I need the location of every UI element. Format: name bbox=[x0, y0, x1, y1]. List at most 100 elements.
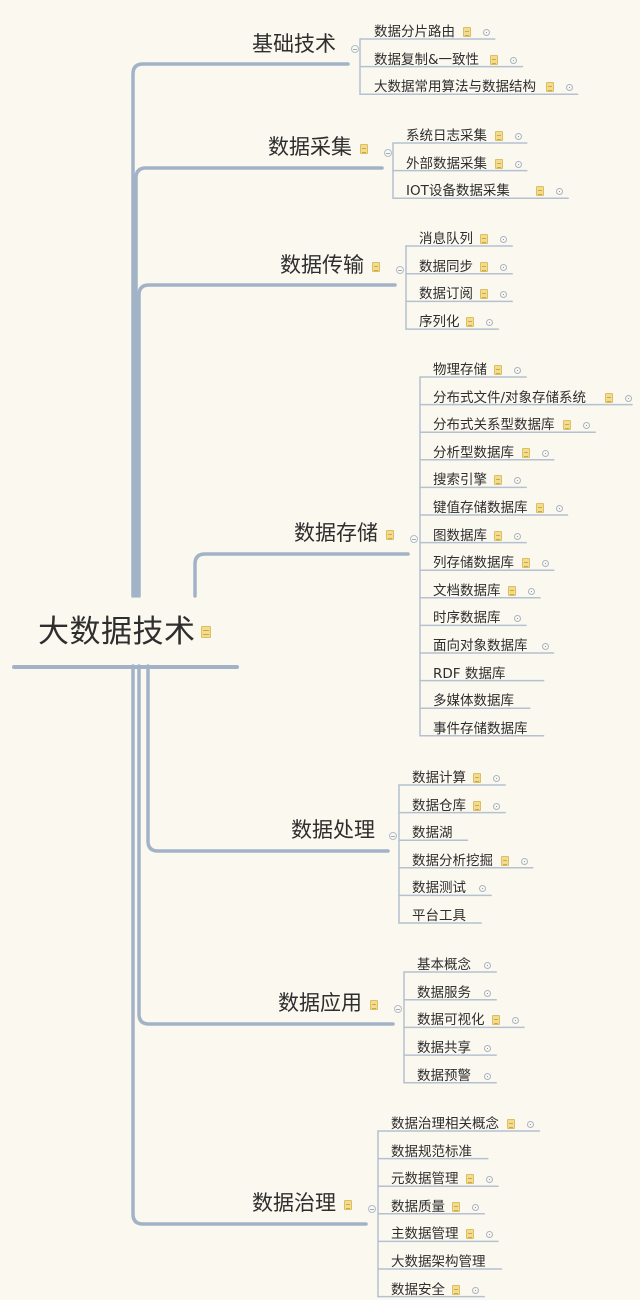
collapse-toggle-icon[interactable] bbox=[384, 149, 392, 157]
collapse-toggle-icon[interactable] bbox=[396, 266, 404, 274]
note-icon[interactable] bbox=[480, 234, 489, 244]
leaf-topic[interactable]: 数据湖 bbox=[412, 825, 453, 842]
expand-toggle-icon[interactable] bbox=[484, 989, 492, 997]
leaf-topic[interactable]: 数据分片路由 bbox=[374, 24, 455, 40]
note-icon[interactable] bbox=[466, 1229, 474, 1240]
branch-topic[interactable]: 数据处理 bbox=[291, 818, 375, 842]
note-icon[interactable] bbox=[452, 1284, 461, 1295]
branch-topic[interactable]: 数据应用 bbox=[278, 991, 362, 1015]
note-icon[interactable] bbox=[604, 392, 613, 403]
collapse-toggle-icon[interactable] bbox=[410, 535, 418, 543]
expand-toggle-icon[interactable] bbox=[528, 587, 535, 595]
expand-toggle-icon[interactable] bbox=[541, 560, 549, 568]
expand-toggle-icon[interactable] bbox=[484, 1072, 492, 1080]
note-icon[interactable] bbox=[473, 773, 482, 783]
leaf-topic[interactable]: 数据同步 bbox=[419, 258, 473, 275]
expand-toggle-icon[interactable] bbox=[565, 84, 573, 92]
leaf-topic[interactable]: 系统日志采集 bbox=[406, 128, 487, 144]
expand-toggle-icon[interactable] bbox=[514, 477, 522, 485]
collapse-toggle-icon[interactable] bbox=[368, 1205, 376, 1213]
collapse-toggle-icon[interactable] bbox=[394, 1005, 402, 1013]
expand-toggle-icon[interactable] bbox=[484, 962, 492, 969]
leaf-topic[interactable]: 数据服务 bbox=[417, 984, 471, 1001]
leaf-topic[interactable]: 文档数据库 bbox=[433, 582, 501, 599]
expand-toggle-icon[interactable] bbox=[514, 133, 522, 140]
note-icon[interactable] bbox=[535, 503, 544, 513]
note-icon[interactable] bbox=[360, 144, 368, 154]
leaf-topic[interactable]: 元数据管理 bbox=[391, 1171, 459, 1188]
expand-toggle-icon[interactable] bbox=[514, 532, 522, 540]
leaf-topic[interactable]: 平台工具 bbox=[412, 908, 466, 924]
note-icon[interactable] bbox=[563, 420, 572, 431]
leaf-topic[interactable]: 搜索引擎 bbox=[433, 472, 487, 489]
leaf-topic[interactable]: 分布式关系型数据库 bbox=[433, 417, 555, 434]
note-icon[interactable] bbox=[494, 365, 503, 375]
expand-toggle-icon[interactable] bbox=[514, 367, 522, 374]
note-icon[interactable] bbox=[462, 27, 471, 37]
leaf-topic[interactable]: 分布式文件/对象存储系统 bbox=[433, 389, 587, 406]
note-icon[interactable] bbox=[480, 289, 489, 300]
leaf-topic[interactable]: 数据安全 bbox=[391, 1281, 445, 1298]
note-icon[interactable] bbox=[492, 1015, 500, 1026]
leaf-topic[interactable]: 数据订阅 bbox=[419, 286, 473, 303]
note-icon[interactable] bbox=[473, 800, 482, 811]
note-icon[interactable] bbox=[500, 855, 509, 866]
expand-toggle-icon[interactable] bbox=[555, 505, 563, 512]
leaf-topic[interactable]: 分析型数据库 bbox=[433, 444, 514, 461]
expand-toggle-icon[interactable] bbox=[514, 615, 521, 623]
collapse-toggle-icon[interactable] bbox=[389, 832, 397, 840]
expand-toggle-icon[interactable] bbox=[500, 263, 508, 271]
note-icon[interactable] bbox=[507, 1119, 516, 1129]
leaf-topic[interactable]: 数据仓库 bbox=[412, 797, 466, 814]
expand-toggle-icon[interactable] bbox=[541, 449, 549, 457]
note-icon[interactable] bbox=[452, 1201, 461, 1212]
leaf-topic[interactable]: 图数据库 bbox=[433, 527, 487, 544]
leaf-topic[interactable]: 序列化 bbox=[419, 314, 460, 331]
note-icon[interactable] bbox=[344, 1200, 352, 1210]
leaf-topic[interactable]: 列存储数据库 bbox=[433, 555, 514, 572]
leaf-topic[interactable]: 外部数据采集 bbox=[406, 155, 487, 172]
root-topic[interactable]: 大数据技术 bbox=[38, 614, 196, 650]
note-icon[interactable] bbox=[508, 585, 516, 596]
leaf-topic[interactable]: 大数据架构管理 bbox=[391, 1254, 486, 1270]
note-icon[interactable] bbox=[466, 317, 475, 328]
note-icon[interactable] bbox=[370, 1000, 378, 1010]
expand-toggle-icon[interactable] bbox=[500, 236, 508, 243]
leaf-topic[interactable]: 基本概念 bbox=[417, 957, 471, 973]
leaf-topic[interactable]: 数据预警 bbox=[417, 1067, 471, 1084]
note-icon[interactable] bbox=[386, 530, 394, 540]
note-icon[interactable] bbox=[372, 262, 380, 272]
leaf-topic[interactable]: 数据治理相关概念 bbox=[391, 1116, 499, 1132]
note-icon[interactable] bbox=[536, 186, 545, 197]
leaf-topic[interactable]: 数据复制&一致性 bbox=[374, 51, 480, 68]
expand-toggle-icon[interactable] bbox=[556, 188, 564, 196]
leaf-topic[interactable]: 数据分析挖掘 bbox=[412, 852, 493, 869]
expand-toggle-icon[interactable] bbox=[493, 802, 501, 810]
note-icon[interactable] bbox=[480, 261, 489, 272]
leaf-topic[interactable]: 数据质量 bbox=[391, 1198, 445, 1215]
note-icon[interactable] bbox=[521, 558, 530, 569]
expand-toggle-icon[interactable] bbox=[486, 319, 494, 327]
note-icon[interactable] bbox=[494, 158, 503, 169]
leaf-topic[interactable]: RDF 数据库 bbox=[433, 665, 506, 682]
expand-toggle-icon[interactable] bbox=[500, 291, 508, 299]
root-note-icon[interactable] bbox=[201, 626, 211, 638]
expand-toggle-icon[interactable] bbox=[486, 1231, 493, 1239]
leaf-topic[interactable]: 面向对象数据库 bbox=[433, 638, 528, 654]
expand-toggle-icon[interactable] bbox=[527, 1121, 535, 1128]
leaf-topic[interactable]: 数据计算 bbox=[412, 770, 466, 786]
expand-toggle-icon[interactable] bbox=[624, 394, 632, 402]
branch-topic[interactable]: 数据采集 bbox=[268, 135, 352, 159]
leaf-topic[interactable]: 键值存储数据库 bbox=[433, 500, 528, 516]
expand-toggle-icon[interactable] bbox=[479, 885, 487, 893]
expand-toggle-icon[interactable] bbox=[484, 1045, 492, 1053]
leaf-topic[interactable]: 主数据管理 bbox=[391, 1226, 459, 1243]
note-icon[interactable] bbox=[494, 530, 503, 541]
collapse-toggle-icon[interactable] bbox=[351, 45, 359, 53]
branch-topic[interactable]: 数据存储 bbox=[294, 521, 378, 545]
expand-toggle-icon[interactable] bbox=[514, 160, 522, 168]
note-icon[interactable] bbox=[521, 447, 530, 458]
expand-toggle-icon[interactable] bbox=[486, 1176, 493, 1184]
expand-toggle-icon[interactable] bbox=[512, 1017, 519, 1025]
leaf-topic[interactable]: 多媒体数据库 bbox=[433, 693, 514, 710]
